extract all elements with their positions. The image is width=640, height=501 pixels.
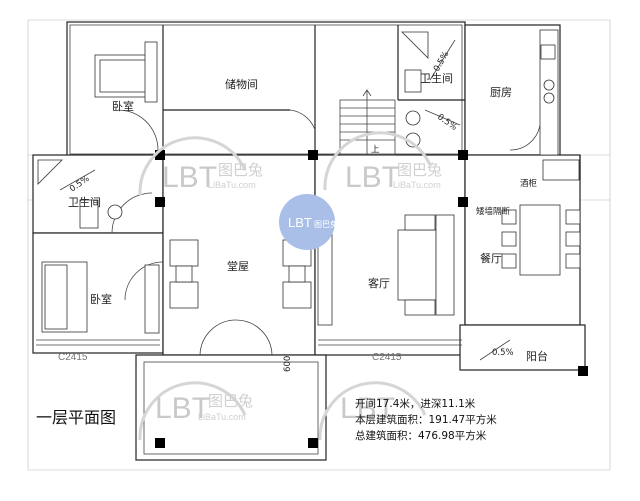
svg-text:图巴兔: 图巴兔 (314, 219, 338, 229)
svg-text:图巴兔: 图巴兔 (208, 393, 253, 410)
watermark-bottom-right: LBT (318, 381, 427, 441)
room-label-dining: 餐厅 (480, 251, 502, 265)
svg-text:LBT: LBT (345, 161, 400, 194)
label-wine-cabinet: 酒柜 (520, 178, 538, 189)
room-label-bathroom-top: 卫生间 (420, 71, 453, 85)
room-label-bedroom-top: 卧室 (112, 99, 134, 113)
columns (155, 150, 588, 448)
room-label-bedroom-left: 卧室 (90, 292, 112, 306)
svg-text:图巴兔: 图巴兔 (397, 162, 442, 179)
svg-text:LBT: LBT (340, 392, 395, 425)
slope-arrows (59, 39, 511, 361)
doors (111, 109, 541, 356)
room-label-balcony: 阳台 (526, 349, 548, 363)
drawing-title: 一层平面图 (36, 408, 117, 427)
svg-text:LiBaTu.com: LiBaTu.com (208, 180, 256, 190)
watermark-top-left: LBT 图巴兔 LiBaTu.com (138, 136, 263, 196)
watermark-center-badge: LBT 图巴兔 (279, 194, 338, 250)
watermark-bottom-left: LBT 图巴兔 LiBaTu.com (138, 381, 253, 441)
svg-text:LiBaTu.com: LiBaTu.com (198, 412, 246, 422)
watermark-top-right: LBT 图巴兔 LiBaTu.com (323, 131, 442, 194)
stats-floor-area: 本层建筑面积：191.47平方米 (355, 414, 497, 426)
room-labels: 卧室 储物间 卫生间 厨房 卫生间 卧室 堂屋 客厅 餐厅 阳台 酒柜 矮墙隔断… (68, 71, 548, 363)
slope-label-4: 0.5% (492, 348, 514, 358)
svg-text:LBT: LBT (155, 392, 210, 425)
area-stats: 开间17.4米，进深11.1米 本层建筑面积：191.47平方米 总建筑面积：4… (355, 396, 497, 444)
stats-total-area: 总建筑面积：476.98平方米 (355, 430, 487, 442)
room-label-storage: 储物间 (225, 77, 258, 91)
room-label-hall: 堂屋 (227, 260, 249, 273)
window-code-right: C2415 (372, 352, 402, 363)
stats-dimensions: 开间17.4米，进深11.1米 (355, 398, 476, 410)
svg-text:LiBaTu.com: LiBaTu.com (393, 180, 441, 190)
label-low-partition: 矮墙隔断 (476, 206, 511, 217)
dimension-600: 600 (283, 356, 293, 372)
svg-text:图巴兔: 图巴兔 (218, 162, 263, 179)
room-label-living: 客厅 (368, 276, 390, 290)
svg-text:LBT: LBT (288, 215, 312, 230)
furniture (36, 29, 581, 346)
svg-text:LBT: LBT (162, 161, 217, 194)
room-label-kitchen: 厨房 (490, 86, 512, 99)
label-stair-up: 上 (371, 145, 380, 155)
window-code-left: C2415 (58, 352, 88, 363)
room-label-bathroom-left: 卫生间 (68, 195, 101, 209)
